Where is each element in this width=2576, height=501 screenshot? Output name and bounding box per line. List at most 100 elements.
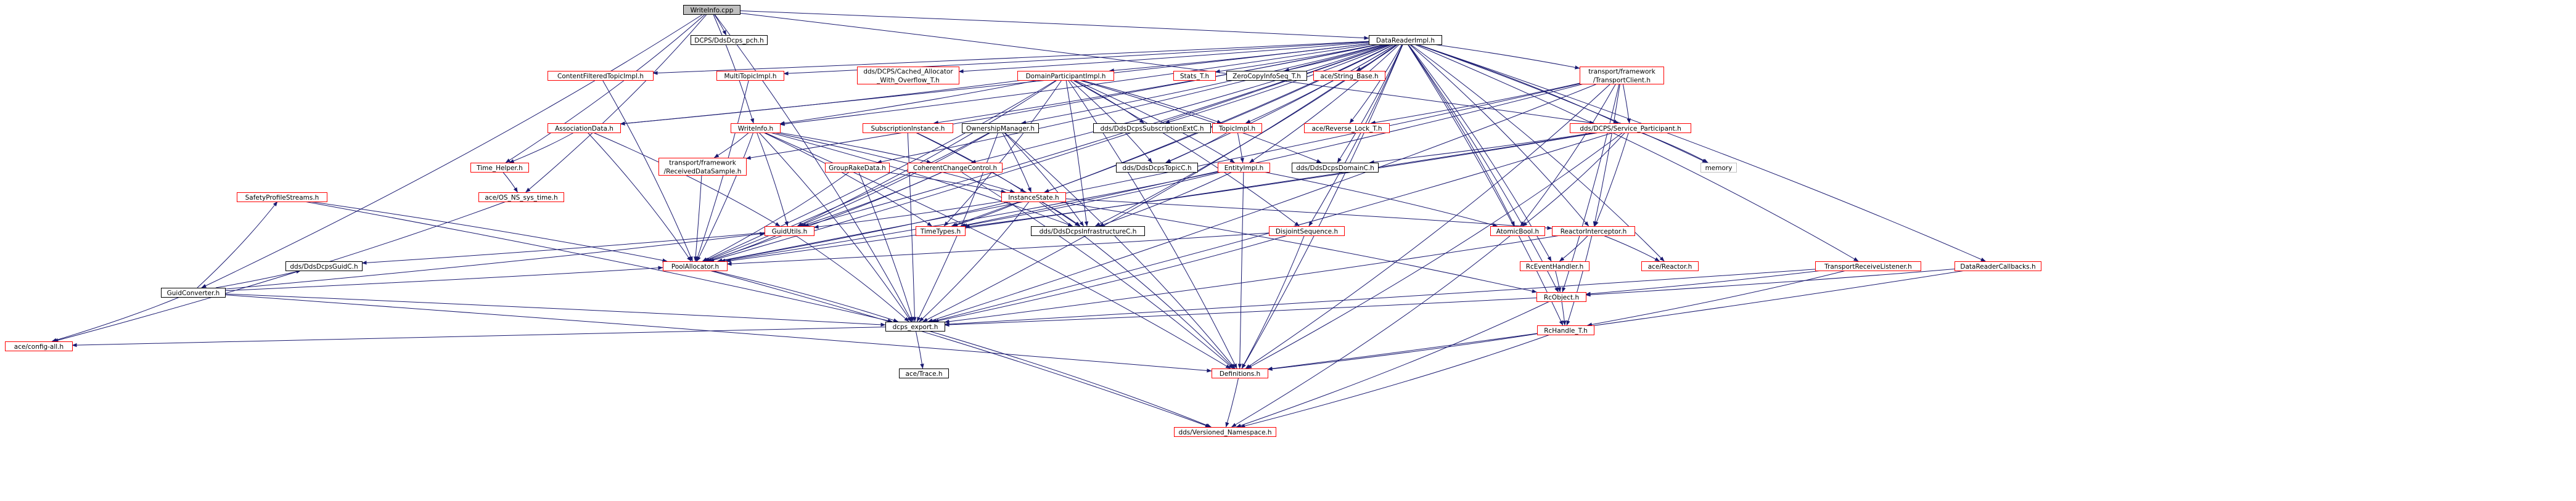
- node-ace-os-ns-sys-time-h[interactable]: ace/OS_NS_sys_time.h: [478, 192, 564, 202]
- node-label: GroupRakeData.h: [829, 165, 886, 172]
- node-box: [1292, 163, 1379, 173]
- node-label: InstanceState.h: [1008, 194, 1059, 202]
- node-label: SafetyProfileStreams.h: [245, 194, 319, 202]
- node-writeinfo-h[interactable]: WriteInfo.h: [731, 123, 781, 133]
- node-poolallocator-h[interactable]: PoolAllocator.h: [663, 261, 728, 271]
- node-ace-reactor-h[interactable]: ace/Reactor.h: [1641, 261, 1699, 271]
- node-domainparticipantimpl-h[interactable]: DomainParticipantImpl.h: [1017, 71, 1114, 81]
- node-label: RcObject.h: [1544, 294, 1579, 301]
- node-reactorinterceptor-h[interactable]: ReactorInterceptor.h: [1552, 226, 1635, 236]
- edge-datareadercallbacks-h-to-definitions-h: [1267, 270, 1966, 371]
- edge-writeinfo-cpp-to-time-helper-h: [505, 14, 706, 163]
- node-instancestate-h[interactable]: InstanceState.h: [1001, 192, 1066, 202]
- edge-atomicbool-h-to-versioned-namespace-h: [1231, 235, 1511, 428]
- edge-writeinfo-h-to-timetypes-h: [763, 132, 932, 227]
- node-box: [962, 123, 1039, 133]
- edge-safetyprofilestreams-h-to-dcps-export-h: [304, 201, 893, 323]
- node-entityimpl-h[interactable]: EntityImpl.h: [1218, 163, 1270, 173]
- node-atomicbool-h[interactable]: AtomicBool.h: [1490, 226, 1545, 236]
- edge-ownershipmanager-h-to-definitions-h: [1004, 132, 1236, 369]
- edge-datareaderimpl-h-to-rchandle-t-h: [1407, 44, 1564, 326]
- node-label: ace/Reverse_Lock_T.h: [1311, 125, 1382, 132]
- node-versioned-namespace-h[interactable]: dds/Versioned_Namespace.h: [1174, 427, 1276, 437]
- node-label: /ReceivedDataSample.h: [664, 168, 742, 176]
- node-box: [716, 71, 784, 81]
- node-box: [5, 341, 73, 351]
- edge-domainparticipantimpl-h-to-timetypes-h: [943, 79, 1062, 227]
- node-cached-allocator[interactable]: dds/DCPS/Cached_Allocator_With_Overflow_…: [857, 67, 959, 84]
- node-label: Definitions.h: [1220, 370, 1260, 378]
- edge-guidutils-h-to-dcps-export-h: [795, 235, 909, 322]
- node-rchandle-t-h[interactable]: RcHandle_T.h: [1537, 325, 1594, 335]
- edge-topicimpl-h-to-ddsdcpstopicc-h: [1165, 132, 1228, 163]
- edge-ownershipmanager-h-to-guidutils-h: [798, 132, 991, 227]
- node-transportreceivelistener-h[interactable]: TransportReceiveListener.h: [1815, 261, 1921, 271]
- edge-domainparticipantimpl-h-to-ddsdcpssubscriptionextc-h: [1073, 79, 1144, 124]
- node-box: [1001, 192, 1066, 202]
- node-coherentchangecontrol-h[interactable]: CoherentChangeControl.h: [908, 163, 1003, 173]
- edge-guidconverter-h-to-dcps-export-h: [224, 293, 886, 327]
- node-box: [1313, 71, 1385, 81]
- edge-rcobject-h-to-versioned-namespace-h: [1236, 301, 1550, 428]
- node-time-helper-h[interactable]: Time_Helper.h: [470, 163, 529, 173]
- edge-ownershipmanager-h-to-instancestate-h: [1002, 132, 1032, 193]
- edge-guidutils-h-to-poolallocator-h: [707, 235, 777, 262]
- edge-domainparticipantimpl-h-to-writeinfo-h: [779, 79, 1038, 125]
- node-contentfilteredtopicimpl-h[interactable]: ContentFilteredTopicImpl.h: [548, 71, 654, 81]
- node-label: DisjointSequence.h: [1276, 228, 1338, 235]
- node-associationdata-h[interactable]: AssociationData.h: [548, 123, 621, 133]
- node-guidutils-h[interactable]: GuidUtils.h: [765, 226, 814, 236]
- node-label: ace/config-all.h: [14, 343, 64, 351]
- edge-reactorinterceptor-h-to-rceventhandler-h: [1559, 235, 1589, 262]
- node-ace-reverse-lock-t-h[interactable]: ace/Reverse_Lock_T.h: [1304, 123, 1390, 133]
- node-multitopicimpl-h[interactable]: MultiTopicImpl.h: [716, 71, 784, 81]
- edge-rcobject-h-to-dcps-export-h: [944, 297, 1537, 327]
- node-subscriptioninstance-h[interactable]: SubscriptionInstance.h: [863, 123, 953, 133]
- node-label: ReactorInterceptor.h: [1561, 228, 1627, 235]
- node-safetyprofilestreams-h[interactable]: SafetyProfileStreams.h: [237, 192, 327, 202]
- node-rcobject-h[interactable]: RcObject.h: [1536, 292, 1586, 302]
- edge-ace-os-ns-sys-time-h-to-ace-config-all-h: [53, 201, 506, 343]
- node-label: Stats_T.h: [1180, 73, 1209, 80]
- edge-transportreceivelistener-h-to-dcps-export-h: [944, 269, 1816, 327]
- node-box: [1490, 226, 1545, 236]
- edge-datareaderimpl-h-to-ddsdcpssubscriptionextc-h: [1165, 44, 1392, 124]
- node-disjointsequence-h[interactable]: DisjointSequence.h: [1269, 226, 1345, 236]
- node-label: dds/Versioned_Namespace.h: [1178, 429, 1271, 436]
- edge-datareaderimpl-h-to-dcps-export-h: [922, 44, 1398, 322]
- node-ace-config-all-h[interactable]: ace/config-all.h: [5, 341, 73, 351]
- node-stats-t-h[interactable]: Stats_T.h: [1173, 71, 1216, 81]
- node-topicimpl-h[interactable]: TopicImpl.h: [1212, 123, 1262, 133]
- node-zerocopyinfoseq-t-h: ZeroCopyInfoSeq_T.h: [1226, 71, 1307, 81]
- node-label: MultiTopicImpl.h: [724, 73, 777, 80]
- node-grouprakedata-h[interactable]: GroupRakeData.h: [825, 163, 890, 173]
- node-datareadercallbacks-h[interactable]: DataReaderCallbacks.h: [1955, 261, 2041, 271]
- node-box: [857, 67, 959, 84]
- node-label: GuidConverter.h: [167, 290, 220, 297]
- node-transportclient-h[interactable]: transport/framework/TransportClient.h: [1580, 67, 1664, 84]
- edge-datareaderimpl-h-to-coherentchangecontrol-h: [970, 44, 1389, 164]
- edge-guidconverter-h-to-ddsdcpsguidc-h: [215, 269, 301, 288]
- node-timetypes-h[interactable]: TimeTypes.h: [916, 226, 966, 236]
- node-box: [916, 226, 966, 236]
- edge-datareadercallbacks-h-to-rcobject-h: [1585, 268, 1955, 297]
- node-ddsdcpssubscriptionextc-h: dds/DdsDcpsSubscriptionExtC.h: [1093, 123, 1211, 133]
- edge-time-helper-h-to-ace-os-ns-sys-time-h: [502, 171, 518, 193]
- node-box: [908, 163, 1003, 173]
- edge-transportclient-h-to-definitions-h: [1245, 83, 1611, 369]
- node-rceventhandler-h[interactable]: RcEventHandler.h: [1520, 261, 1589, 271]
- node-definitions-h[interactable]: Definitions.h: [1212, 369, 1268, 378]
- node-box: [237, 192, 327, 202]
- edge-service-participant-h-to-definitions-h: [1247, 132, 1623, 369]
- node-box: [731, 123, 781, 133]
- node-box: [1641, 261, 1699, 271]
- node-service-participant-h[interactable]: dds/DCPS/Service_Participant.h: [1570, 123, 1691, 133]
- node-receiveddatasample-h[interactable]: transport/framework/ReceivedDataSample.h: [658, 158, 747, 176]
- edge-datareaderimpl-h-to-entityimpl-h: [1249, 44, 1400, 163]
- edge-datareaderimpl-h-to-cached-allocator: [958, 42, 1369, 73]
- edge-writeinfo-h-to-instancestate-h: [774, 132, 1015, 193]
- node-ace-string-base-h[interactable]: ace/String_Base.h: [1313, 71, 1385, 81]
- node-box: [1955, 261, 2041, 271]
- node-label: EntityImpl.h: [1224, 165, 1264, 172]
